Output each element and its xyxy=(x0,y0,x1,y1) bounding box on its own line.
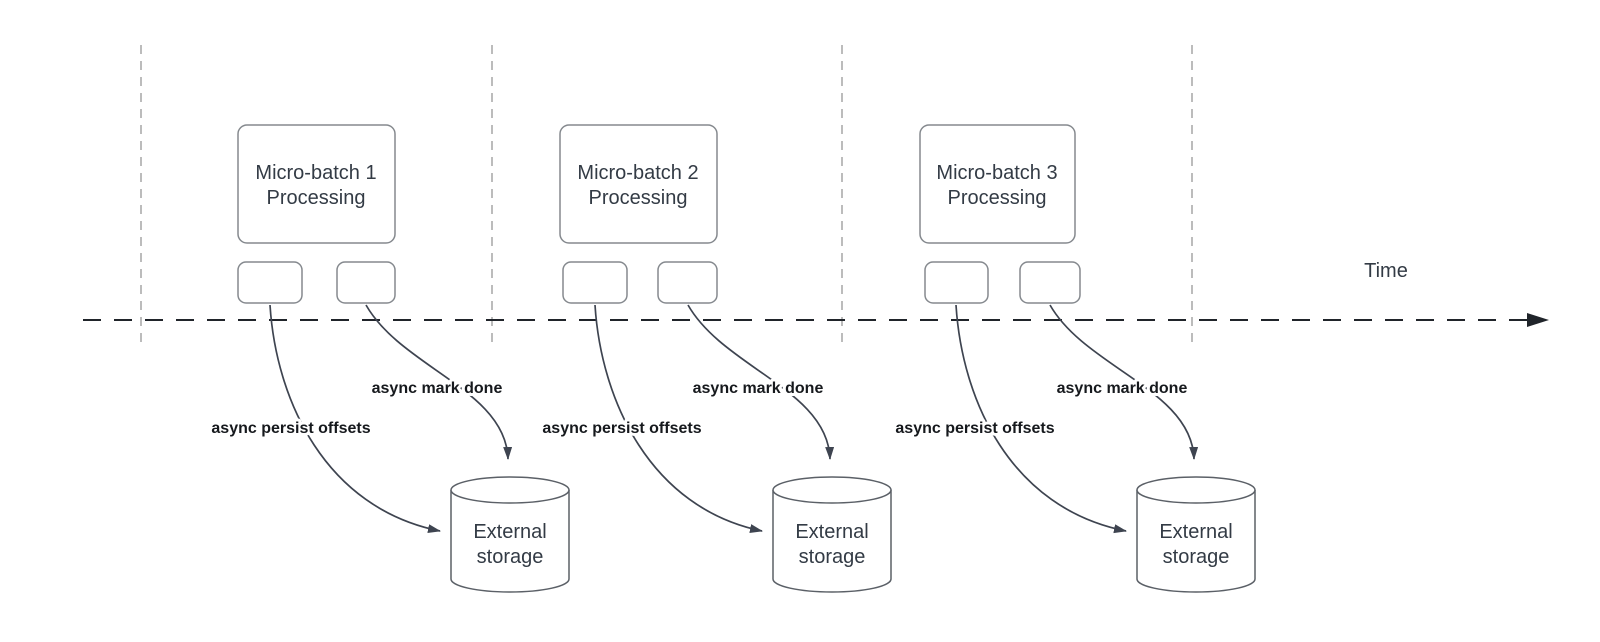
microbatch-1-external-storage-cylinder xyxy=(450,490,570,593)
microbatch-3-storage-label-line1: External xyxy=(1159,521,1232,543)
microbatch-1-storage-label-line1: External xyxy=(473,521,546,543)
microbatch-1-processing-box xyxy=(237,124,396,244)
microbatch-group-2: Micro-batch 2 Processing External storag… xyxy=(539,124,892,593)
microbatch-2-persist-offsets-arrow xyxy=(594,304,763,533)
microbatch-2-persist-offsets-label: async persist offsets xyxy=(542,420,701,437)
microbatch-3-persist-offsets-label: async persist offsets xyxy=(895,420,1054,437)
microbatch-1-mark-done-arrow xyxy=(365,304,513,460)
microbatch-1-external-storage-cylinder-top xyxy=(450,476,570,504)
microbatch-1-mark-done-label: async mark done xyxy=(372,380,503,397)
microbatch-1-persist-offsets-label: async persist offsets xyxy=(211,420,370,437)
microbatch-3-storage-label-line2: storage xyxy=(1163,546,1230,568)
microbatch-group-3: Micro-batch 3 Processing External storag… xyxy=(892,124,1256,593)
microbatch-3-external-storage-cylinder xyxy=(1136,490,1256,593)
microbatch-3-mark-done-arrow xyxy=(1049,304,1199,460)
microbatch-1-persist-offsets-arrow xyxy=(269,304,441,534)
microbatch-3-persist-offsets-arrow xyxy=(955,304,1127,534)
microbatch-1-storage-label-line2: storage xyxy=(477,546,544,568)
microbatch-1-offset-task-box xyxy=(237,261,303,304)
microbatch-2-title-line1: Micro-batch 2 xyxy=(577,162,698,184)
microbatch-3-processing-box xyxy=(919,124,1076,244)
microbatch-2-title-line2: Processing xyxy=(589,187,688,209)
microbatch-1-title-line1: Micro-batch 1 xyxy=(255,162,376,184)
microbatch-2-processing-box xyxy=(559,124,718,244)
microbatch-1-done-task-box xyxy=(336,261,396,304)
microbatch-2-storage-label-line2: storage xyxy=(799,546,866,568)
microbatch-3-title-line1: Micro-batch 3 xyxy=(936,162,1057,184)
microbatch-2-mark-done-label: async mark done xyxy=(693,380,824,397)
microbatch-3-mark-done-label: async mark done xyxy=(1057,380,1188,397)
microbatch-1-title-line2: Processing xyxy=(267,187,366,209)
microbatch-2-done-task-box xyxy=(657,261,718,304)
time-axis-arrowhead-icon xyxy=(1527,313,1549,327)
microbatch-3-done-task-box xyxy=(1019,261,1081,304)
microbatch-2-external-storage-cylinder xyxy=(772,490,892,593)
microbatch-group-1: Micro-batch 1 Processing External storag… xyxy=(208,124,570,593)
microbatch-2-mark-done-arrow xyxy=(687,304,835,460)
microbatch-3-offset-task-box xyxy=(924,261,989,304)
microbatch-3-external-storage-cylinder-top xyxy=(1136,476,1256,504)
microbatch-2-storage-label-line1: External xyxy=(795,521,868,543)
microbatch-3-title-line2: Processing xyxy=(948,187,1047,209)
microbatch-2-offset-task-box xyxy=(562,261,628,304)
time-label: Time xyxy=(1364,260,1408,282)
microbatch-2-external-storage-cylinder-top xyxy=(772,476,892,504)
